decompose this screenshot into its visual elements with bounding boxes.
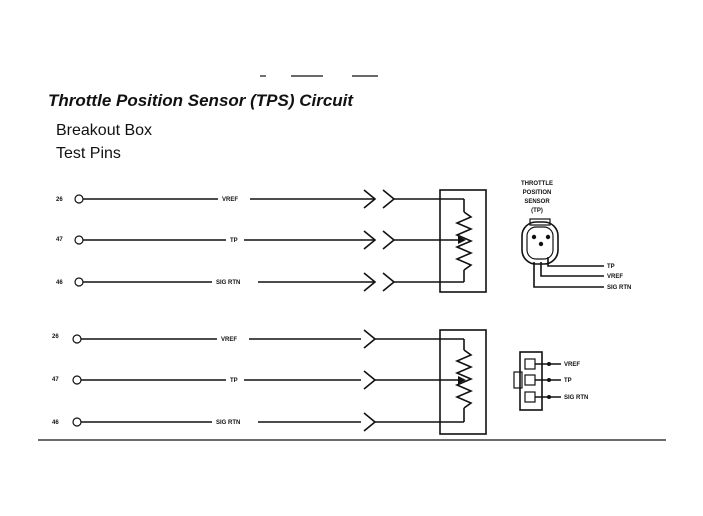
lower-test-pin[interactable] — [72, 375, 82, 385]
connector-lead-label: VREF — [564, 362, 580, 368]
connector-lead-label: SIG RTN — [564, 395, 588, 401]
upper-sensor-box — [439, 189, 487, 293]
lower-pin-number: 26 — [52, 334, 59, 340]
lower-wire-label: VREF — [221, 337, 237, 343]
subtitle-line-1: Breakout Box — [56, 122, 152, 139]
upper-test-pin[interactable] — [74, 235, 84, 245]
upper-test-pin[interactable] — [74, 277, 84, 287]
sensor-lead-label: TP — [607, 264, 615, 270]
upper-circuit: 26 VREF 47 TP 46 SIG RTN TH — [56, 181, 631, 293]
upper-test-pin[interactable] — [74, 194, 84, 204]
upper-wire-label: SIG RTN — [216, 280, 240, 286]
page-title: Throttle Position Sensor (TPS) Circuit — [48, 91, 354, 110]
lower-pin-number: 47 — [52, 377, 59, 383]
upper-pin-number: 47 — [56, 237, 63, 243]
harness-connector-icon — [513, 351, 543, 411]
lower-test-pin[interactable] — [72, 334, 82, 344]
lower-test-pin[interactable] — [72, 417, 82, 427]
lower-resistor-zigzag — [454, 349, 474, 409]
upper-resistor-zigzag — [454, 211, 474, 271]
sensor-label-line: POSITION — [523, 190, 552, 196]
lower-sensor-box — [439, 329, 487, 435]
upper-wire-label: TP — [230, 238, 238, 244]
lower-wire-label: SIG RTN — [216, 420, 240, 426]
upper-pin-number: 26 — [56, 197, 63, 203]
subtitle-line-2: Test Pins — [56, 145, 121, 162]
lower-circuit: 26 VREF 47 TP 46 SIG RTN — [52, 329, 588, 435]
sensor-lead-label: VREF — [607, 274, 623, 280]
lower-pin-number: 46 — [52, 420, 59, 426]
sensor-label-line: (TP) — [531, 208, 543, 214]
upper-wire-label: VREF — [222, 197, 238, 203]
sensor-label-line: THROTTLE — [521, 181, 553, 187]
sensor-label-line: SENSOR — [524, 199, 550, 205]
lower-wire-label: TP — [230, 378, 238, 384]
upper-pin-number: 46 — [56, 280, 63, 286]
connector-lead-label: TP — [564, 378, 572, 384]
tps-sensor-icon — [521, 218, 559, 265]
sensor-lead-label: SIG RTN — [607, 285, 631, 291]
